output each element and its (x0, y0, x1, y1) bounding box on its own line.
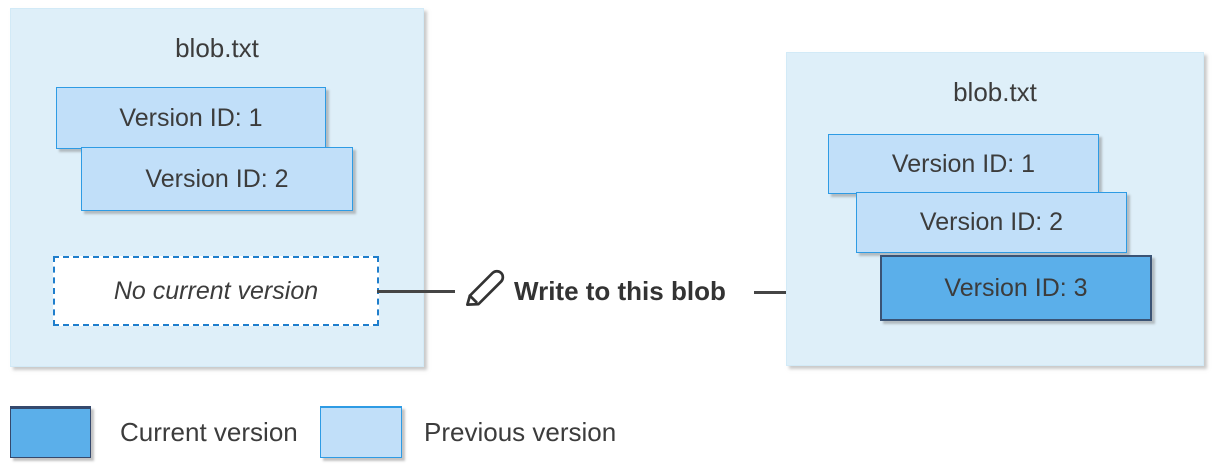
blob-container-before: blob.txt Version ID: 1 Version ID: 2 No … (10, 8, 424, 367)
blob-container-after: blob.txt Version ID: 1 Version ID: 2 Ver… (786, 52, 1204, 366)
version-box-previous: Version ID: 2 (856, 192, 1127, 253)
blob-title: blob.txt (175, 33, 259, 63)
pencil-icon (458, 263, 508, 315)
version-box-previous: Version ID: 1 (56, 87, 326, 149)
blob-title: blob.txt (953, 77, 1037, 107)
legend-label-previous: Previous version (424, 417, 617, 447)
connector-line-left (377, 290, 455, 293)
no-current-version-box: No current version (53, 256, 379, 326)
legend-label-current: Current version (120, 417, 298, 447)
legend-swatch-current (10, 406, 91, 458)
version-box-previous: Version ID: 1 (828, 134, 1099, 194)
write-action-label: Write to this blob (514, 276, 726, 306)
legend-swatch-previous (320, 406, 402, 458)
version-box-previous: Version ID: 2 (81, 147, 353, 211)
version-box-current: Version ID: 3 (880, 255, 1152, 321)
